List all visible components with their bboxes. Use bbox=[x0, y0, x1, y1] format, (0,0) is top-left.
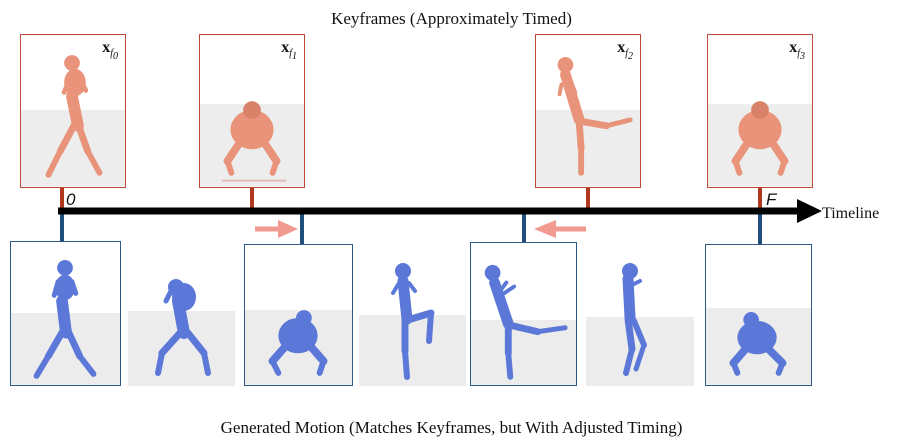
generated-figure-deep-crouch bbox=[706, 308, 811, 385]
timeline-end-label: F bbox=[766, 190, 777, 209]
keyframe-panel-2: xf2 bbox=[535, 34, 641, 188]
generated-frame-5 bbox=[586, 241, 694, 386]
generated-figure-deep-crouch bbox=[245, 310, 352, 385]
keyframe-figure-deep-crouch bbox=[200, 101, 304, 187]
generated-frame-0 bbox=[10, 241, 121, 386]
keyframes-title: Keyframes (Approximately Timed) bbox=[331, 9, 572, 28]
shift-arrow-left bbox=[534, 220, 586, 238]
generated-figure-side-kick bbox=[471, 264, 576, 385]
keyframe-figure-side-kick bbox=[536, 57, 640, 187]
timeline-arrowhead bbox=[797, 199, 822, 223]
keyframe-panel-1: xf1 bbox=[199, 34, 305, 188]
generated-figure-fighting-stance bbox=[11, 259, 120, 385]
generated-frame-3 bbox=[359, 241, 466, 386]
generated-frame-6 bbox=[705, 244, 812, 386]
keyframe-figure-fighting-stance bbox=[21, 55, 125, 187]
timeline-label: Timeline bbox=[822, 205, 880, 222]
generated-motion-title: Generated Motion (Matches Keyframes, but… bbox=[220, 418, 683, 437]
generated-figure-crouch-transition bbox=[128, 279, 235, 386]
generated-frame-2 bbox=[244, 244, 353, 386]
timeline-start-label: 0 bbox=[66, 190, 76, 209]
keyframe-label-0: xf0 bbox=[102, 39, 118, 63]
keyframe-label-1: xf1 bbox=[281, 39, 297, 63]
keyframe-figure-deep-crouch bbox=[708, 101, 812, 187]
generated-figure-knee-raise bbox=[359, 263, 466, 386]
generated-frame-4 bbox=[470, 242, 577, 386]
keyframe-label-2: xf2 bbox=[617, 39, 633, 63]
keyframe-label-3: xf3 bbox=[789, 39, 805, 63]
shift-arrow-right bbox=[255, 220, 298, 238]
generated-figure-knee-raise-recover bbox=[586, 263, 694, 386]
keyframe-panel-3: xf3 bbox=[707, 34, 813, 188]
keyframe-panel-0: xf0 bbox=[20, 34, 126, 188]
generated-frame-1 bbox=[128, 241, 235, 386]
